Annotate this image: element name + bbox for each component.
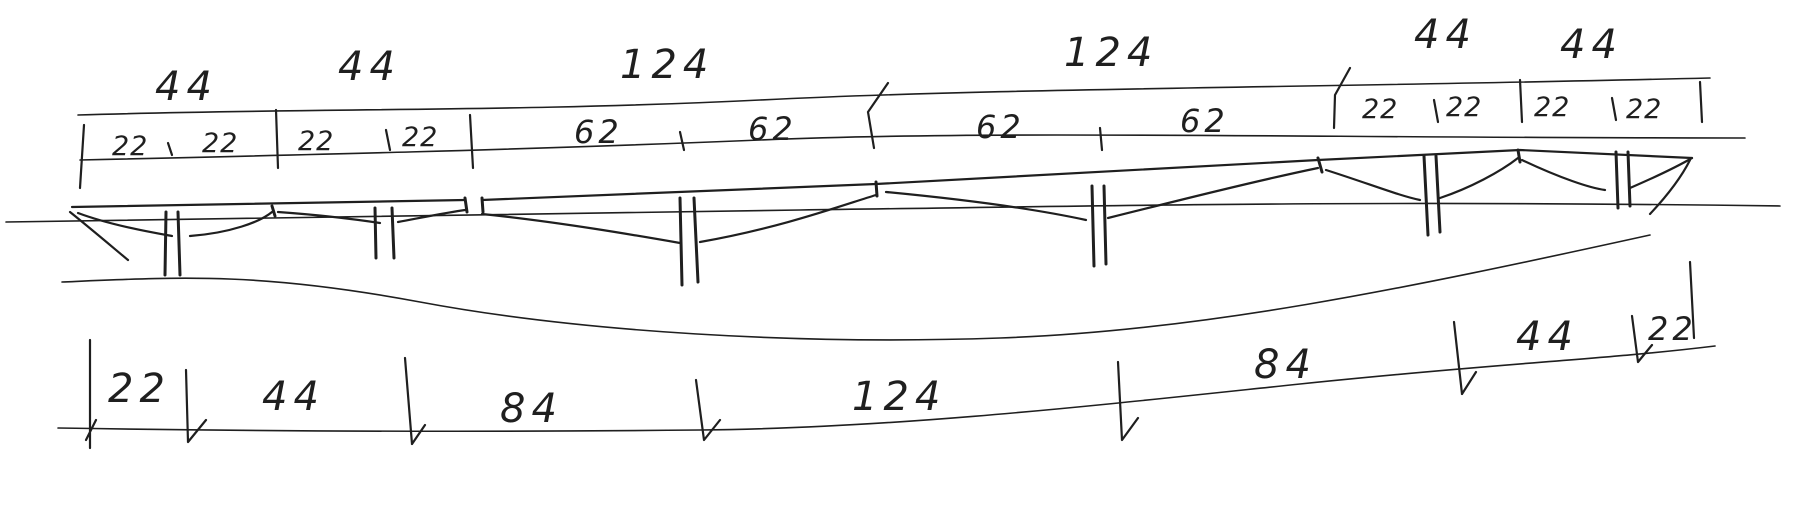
bridge-deck — [70, 148, 1694, 209]
top-tick — [1098, 126, 1104, 152]
bottom-span-label: 44 — [1516, 314, 1579, 360]
bridge-pier — [1090, 184, 1108, 268]
subspan-label: 22 — [202, 128, 238, 159]
top-dimension-band: 22 22 22 22 62 62 62 62 22 22 22 22 44 4… — [77, 12, 1746, 190]
bottom-tick — [1452, 320, 1478, 396]
top-tick — [274, 108, 280, 170]
bottom-span-label: 84 — [1254, 342, 1317, 388]
top-dimension-line-upper — [77, 77, 1711, 116]
bottom-tick — [694, 378, 722, 442]
deck-joint — [1316, 156, 1324, 174]
top-tick — [384, 128, 392, 152]
span-group-label: 44 — [1414, 12, 1477, 58]
subspan-label: 62 — [748, 110, 797, 148]
bottom-tick — [1630, 314, 1654, 364]
bottom-span-label: 44 — [262, 374, 325, 420]
span-group-label: 44 — [338, 44, 401, 90]
top-tick — [468, 113, 475, 170]
subspan-label: 22 — [1446, 92, 1482, 123]
top-dimension-line-lower — [79, 134, 1746, 161]
span-group-label: 124 — [1064, 30, 1158, 76]
bottom-span-label: 22 — [1648, 310, 1697, 348]
valley-bottom — [61, 234, 1651, 341]
bridge-pier — [1422, 154, 1442, 237]
top-tick — [1432, 98, 1440, 124]
bottom-span-label: 22 — [108, 366, 171, 412]
subspan-label: 22 — [298, 126, 334, 157]
bridge-soffit — [76, 156, 1694, 245]
span-group-label: 124 — [620, 42, 714, 88]
terrain — [5, 202, 1781, 341]
top-tick — [166, 141, 174, 157]
top-tick — [1518, 78, 1524, 124]
subspan-label: 22 — [1362, 94, 1398, 125]
bottom-tick — [403, 356, 427, 446]
bottom-tick — [84, 338, 98, 450]
bottom-dimension-band: 22 44 84 124 84 44 22 — [57, 260, 1716, 450]
bottom-tick — [1688, 260, 1696, 340]
deck-joint — [874, 180, 879, 198]
subspan-label: 22 — [1534, 92, 1570, 123]
top-tick — [678, 130, 686, 152]
span-group-label: 44 — [155, 64, 218, 110]
bottom-span-label: 124 — [852, 374, 946, 420]
span-group-label: 44 — [1560, 22, 1623, 68]
bottom-tick — [1116, 360, 1140, 442]
top-tick — [866, 81, 890, 150]
top-tick — [78, 123, 86, 190]
deck-joint — [270, 204, 277, 218]
deck-joint — [463, 196, 469, 214]
subspan-label: 22 — [1626, 94, 1662, 125]
top-tick — [1610, 96, 1618, 122]
subspan-label: 62 — [574, 113, 623, 151]
deck-joint — [480, 196, 485, 214]
deck-joint — [1516, 148, 1522, 164]
bridge-pier — [163, 210, 182, 277]
bottom-dimension-line — [57, 345, 1716, 433]
bridge-structure — [68, 148, 1694, 287]
bottom-span-label: 84 — [500, 386, 563, 432]
bottom-tick — [184, 368, 208, 444]
ground-line — [5, 202, 1781, 223]
subspan-label: 62 — [1180, 102, 1229, 140]
subspan-label: 62 — [976, 108, 1025, 146]
top-tick — [1332, 66, 1352, 130]
subspan-label: 22 — [112, 131, 148, 162]
abutment-right — [1648, 158, 1692, 216]
abutment-left — [68, 210, 130, 262]
top-tick — [1698, 80, 1704, 124]
subspan-label: 22 — [402, 122, 438, 153]
bridge-pier — [1614, 150, 1632, 210]
